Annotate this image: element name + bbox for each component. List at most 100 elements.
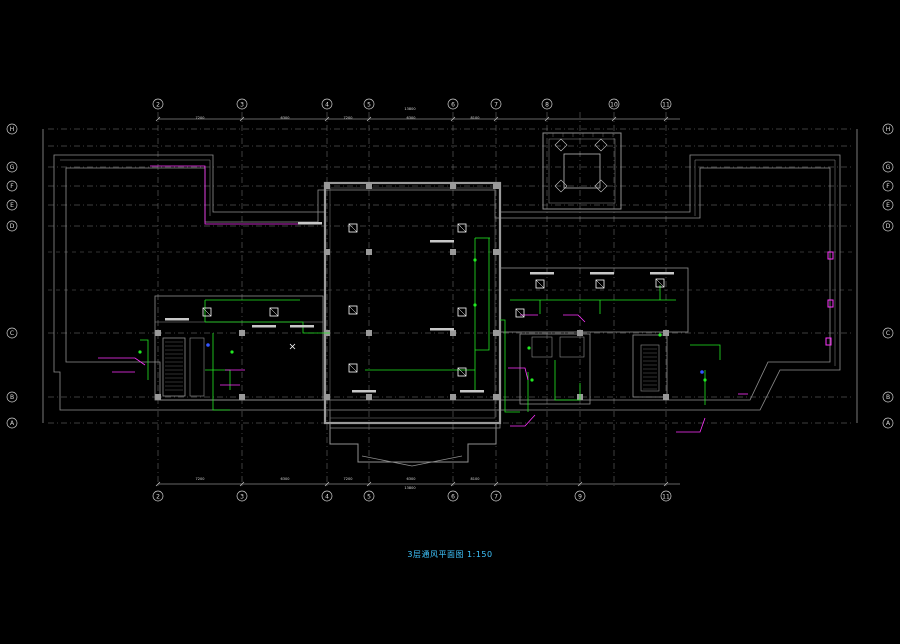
ventilation-fan-symbol (348, 305, 358, 315)
equipment-label-mark (290, 325, 314, 328)
fan-symbol-stroke (457, 223, 467, 233)
dimension-label: 6300 (281, 477, 290, 481)
equipment-label-mark (298, 222, 322, 225)
dimension-label: 6300 (281, 116, 290, 120)
axis-bubble-side (882, 417, 894, 429)
ventilation-fan-symbol (535, 279, 545, 289)
structural-column (450, 330, 456, 336)
ventilation-fan-symbol (457, 307, 467, 317)
structural-column (663, 330, 669, 336)
dimension-tick (663, 116, 669, 122)
structural-column (450, 249, 456, 255)
structural-column (577, 330, 583, 336)
dimension-label: 6300 (407, 477, 416, 481)
structural-column (493, 330, 499, 336)
dimension-label: 13800 (404, 486, 415, 490)
dimension-label: 8100 (471, 477, 480, 481)
dimension-tick (544, 116, 550, 122)
equipment-label-mark (252, 325, 276, 328)
building-walls (53, 132, 841, 467)
axis-bubble-side (882, 327, 894, 339)
axis-label-top: 5 (367, 102, 371, 109)
axis-bubble-bottom (490, 490, 502, 502)
dimension-tick (239, 481, 245, 487)
duct-valve (658, 333, 662, 337)
ventilation-fan-symbol (269, 307, 279, 317)
dimension-tick (324, 481, 330, 487)
axis-label-bottom: 11 (662, 494, 670, 501)
axis-bubble-top (490, 98, 502, 110)
axis-bubble-top (608, 98, 620, 110)
structural-column (366, 249, 372, 255)
axis-bubble-top (321, 98, 333, 110)
structural-column (239, 394, 245, 400)
axis-label-top: 10 (610, 102, 618, 109)
fan-symbol-stroke (535, 279, 545, 289)
structural-column (366, 394, 372, 400)
axis-label-top: 6 (451, 102, 455, 109)
axis-bubble-side (6, 391, 18, 403)
axis-label-side: G (886, 164, 891, 171)
structural-column (450, 394, 456, 400)
equipment-label-mark (430, 240, 454, 243)
axis-label-top: 2 (156, 102, 160, 109)
duct-line (690, 344, 721, 360)
axis-label-side: H (886, 126, 891, 133)
stair-right-core (640, 344, 660, 392)
axis-label-side: E (10, 202, 14, 209)
fan-symbol-stroke (515, 308, 525, 318)
axis-bubble-side (6, 123, 18, 135)
outer-wall (53, 154, 841, 429)
roof-equipment-inner (548, 138, 616, 204)
structural-column (239, 330, 245, 336)
equipment-label-mark (460, 390, 484, 393)
duct-valve (230, 350, 234, 354)
duct-line (205, 369, 231, 390)
dimension-label: 7200 (196, 116, 205, 120)
exhaust-line (676, 417, 706, 433)
roof-fan-symbol (554, 179, 568, 193)
axis-bubble-side (882, 123, 894, 135)
duct-line (140, 339, 149, 380)
exhaust-terminal (825, 337, 832, 346)
structural-column (493, 394, 499, 400)
axis-bubble-side (6, 417, 18, 429)
ventilation-fan-symbol (348, 223, 358, 233)
fan-symbol-stroke (655, 278, 665, 288)
wall-line (694, 159, 836, 366)
axis-bubble-side (6, 220, 18, 232)
structural-column (366, 183, 372, 189)
elevator-shaft (559, 336, 585, 358)
axis-bubble-side (6, 327, 18, 339)
ventilation-fan-symbol (457, 223, 467, 233)
fan-symbol-stroke (202, 307, 212, 317)
exhaust-line (510, 414, 536, 427)
equipment-label-mark (650, 272, 674, 275)
dimension-label: 7200 (344, 477, 353, 481)
ventilation-fan-symbol (348, 363, 358, 373)
axis-bubble-bottom (321, 490, 333, 502)
ventilation-fan-symbol (515, 308, 525, 318)
axis-bubble-top (447, 98, 459, 110)
right-wing-room (499, 267, 689, 333)
exhaust-terminal (827, 251, 834, 260)
axis-label-bottom: 7 (494, 494, 498, 501)
exhaust-line (508, 367, 529, 381)
axis-bubble-side (882, 391, 894, 403)
fan-symbol-stroke (348, 363, 358, 373)
dimension-label: 6300 (407, 116, 416, 120)
hall-bay-wall (329, 423, 497, 463)
duct-line (554, 360, 581, 401)
shaft-left (189, 337, 205, 397)
dimension-tick (239, 116, 245, 122)
axis-label-bottom: 4 (325, 494, 329, 501)
axis-bubble-bottom (363, 490, 375, 502)
exhaust-line (98, 357, 146, 366)
dimension-tick (577, 481, 583, 487)
drawing-title: 3层通风平面图 1:150 (407, 550, 493, 559)
dimension-tick (366, 116, 372, 122)
riser-point (700, 370, 704, 374)
duct-valve (473, 303, 477, 307)
duct-valve (138, 350, 142, 354)
